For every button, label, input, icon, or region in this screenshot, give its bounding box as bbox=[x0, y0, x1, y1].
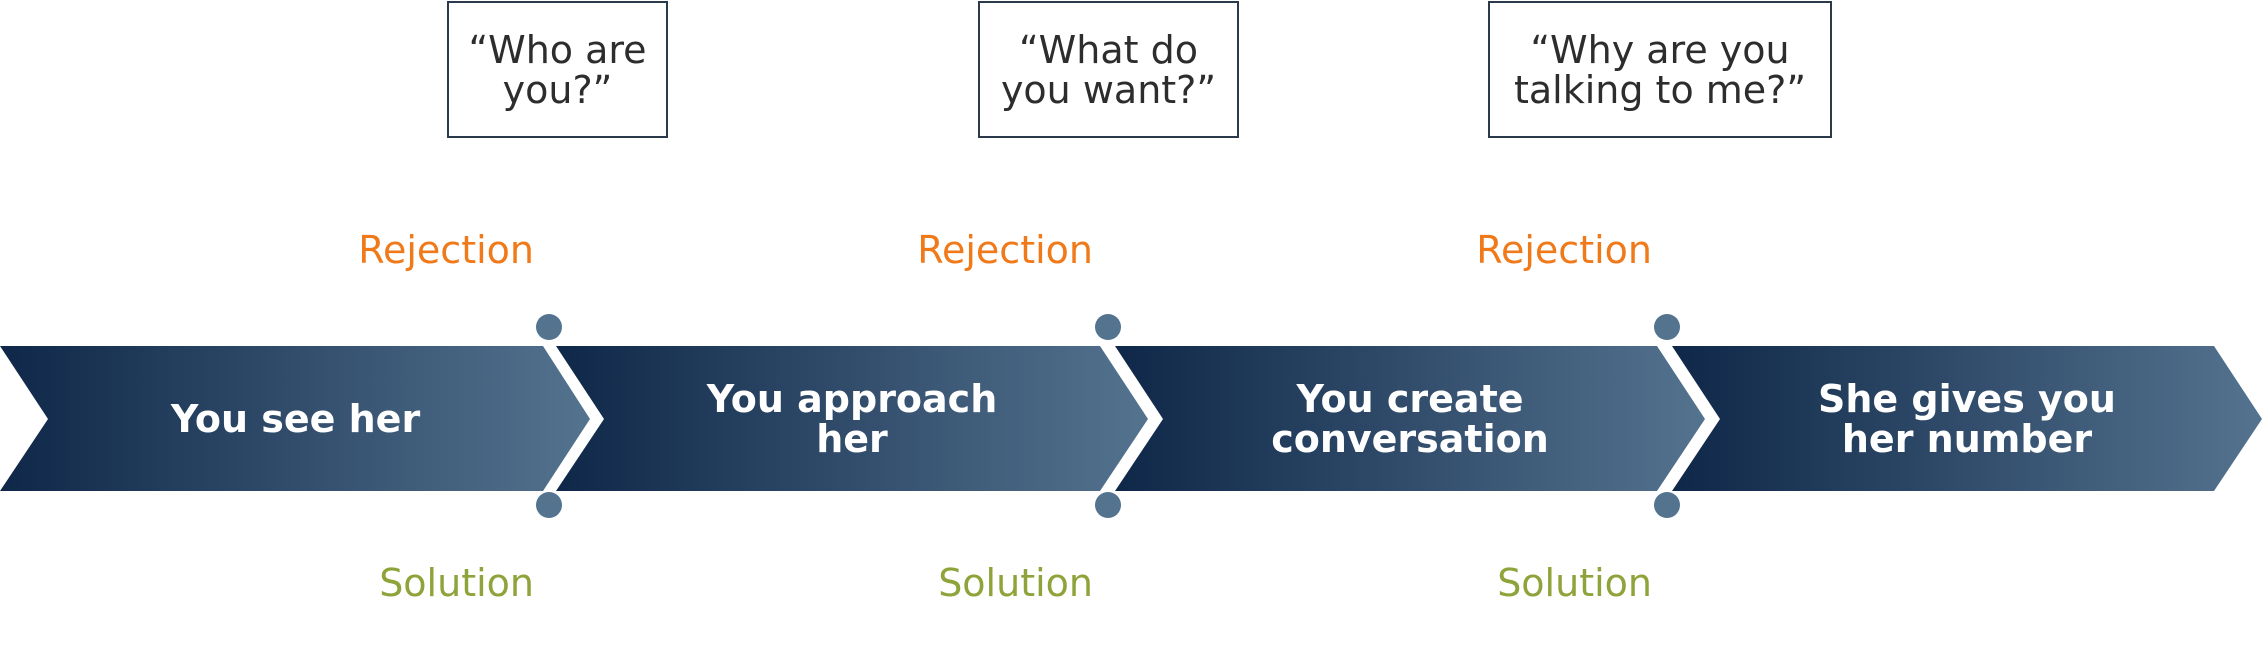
step-label-3: You create conversation bbox=[1271, 376, 1549, 461]
step-chevron-1 bbox=[0, 346, 590, 491]
checkpoint-node-top bbox=[536, 314, 562, 340]
step-label-4: She gives you her number bbox=[1818, 376, 2116, 461]
rejection-label: Rejection bbox=[1476, 228, 1652, 272]
objection-quote-text: “Why are you talking to me?” bbox=[1513, 27, 1807, 112]
objection-quote-box-3: “Why are you talking to me?” bbox=[1488, 1, 1832, 138]
checkpoint-node-bottom bbox=[536, 492, 562, 518]
step-label-1: You see her bbox=[170, 396, 421, 441]
rejection-label: Rejection bbox=[917, 228, 1093, 272]
step-label-2: You approach her bbox=[706, 376, 998, 461]
solution-label: Solution bbox=[1497, 561, 1652, 605]
step-chevron-3 bbox=[1115, 346, 1705, 491]
checkpoint-node-top bbox=[1095, 314, 1121, 340]
objection-quote-box-2: “What do you want?” bbox=[978, 1, 1239, 138]
checkpoint-node-bottom bbox=[1654, 492, 1680, 518]
objection-quote-text: “Who are you?” bbox=[468, 27, 647, 112]
step-chevron-2 bbox=[556, 346, 1148, 491]
step-chevron-4 bbox=[1672, 346, 2262, 491]
rejection-label: Rejection bbox=[358, 228, 534, 272]
solution-label: Solution bbox=[379, 561, 534, 605]
checkpoint-node-bottom bbox=[1095, 492, 1121, 518]
objection-quote-box-1: “Who are you?” bbox=[447, 1, 668, 138]
solution-label: Solution bbox=[938, 561, 1093, 605]
objection-quote-text: “What do you want?” bbox=[1000, 27, 1217, 112]
checkpoint-node-top bbox=[1654, 314, 1680, 340]
